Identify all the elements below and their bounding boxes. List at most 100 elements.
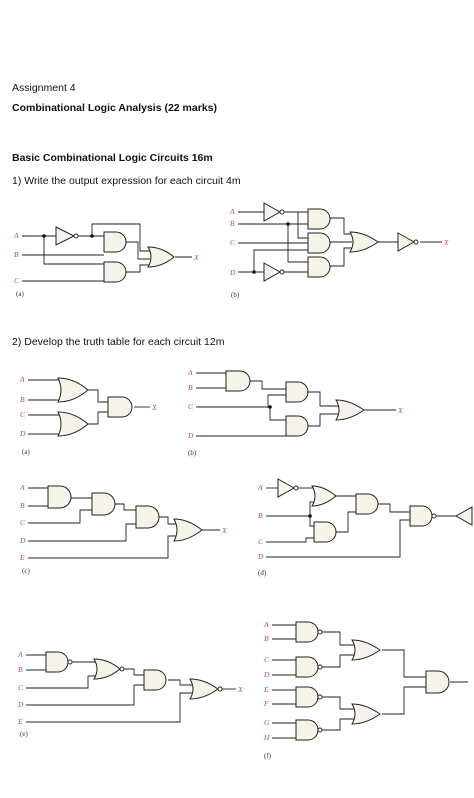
input-label-c: C — [14, 276, 20, 285]
input-label-g: G — [264, 718, 270, 727]
circuit-q2c: A B C D E X — [19, 483, 227, 562]
input-label-a: A — [257, 483, 263, 492]
input-label-c: C — [188, 402, 194, 411]
not-gate — [397, 232, 416, 252]
circuit-q1a: A B C X — [13, 223, 199, 285]
input-label-d: D — [19, 536, 26, 545]
and-gate — [225, 370, 251, 392]
assignment-title: Assignment 4 — [12, 82, 76, 94]
input-label-c: C — [18, 683, 24, 692]
and-gate — [307, 256, 331, 278]
sublabel-q1a: (a) — [16, 290, 24, 298]
section-heading: Basic Combinational Logic Circuits 16m — [12, 152, 213, 164]
question-2: 2) Develop the truth table for each circ… — [12, 336, 225, 348]
sublabel-q2f: (f) — [264, 752, 271, 760]
circuit-q2a: A B C D X — [19, 375, 157, 438]
sublabel-q1b: (b) — [231, 291, 240, 299]
input-label-c: C — [20, 410, 26, 419]
input-label-d: D — [263, 670, 270, 679]
input-label-d: D — [187, 431, 194, 440]
input-label-h: H — [263, 733, 270, 742]
output-label-x: X — [443, 238, 449, 247]
input-label-a: A — [19, 483, 25, 492]
input-label-d: D — [257, 552, 264, 561]
or-gate — [349, 231, 379, 253]
and-gate — [285, 381, 309, 403]
nand-gate — [295, 686, 319, 708]
input-label-a: A — [17, 650, 23, 659]
input-label-a: A — [263, 620, 269, 629]
assignment-subtitle: Combinational Logic Analysis (22 marks) — [12, 102, 217, 114]
nand-gate — [295, 621, 319, 643]
circuit-q2f: A B C D E F G H — [263, 620, 468, 742]
or-gate — [311, 485, 337, 507]
input-label-e: E — [263, 685, 269, 694]
circuit-q2e: A B C D E X — [17, 650, 243, 726]
input-label-e: E — [17, 717, 23, 726]
input-label-b: B — [20, 501, 25, 510]
input-label-d: D — [17, 700, 24, 709]
output-label-x: X — [193, 253, 199, 262]
not-gate — [263, 202, 282, 222]
not-gate — [55, 226, 76, 246]
input-label-a: A — [13, 231, 19, 240]
input-label-c: C — [258, 537, 264, 546]
question-1: 1) Write the output expression for each … — [12, 175, 241, 187]
not-gate — [263, 262, 282, 282]
input-label-a: A — [19, 375, 25, 384]
sublabel-q2a: (a) — [22, 448, 30, 456]
and-gate — [313, 521, 337, 543]
input-label-b: B — [18, 665, 23, 674]
sublabel-q2c: (c) — [22, 567, 30, 575]
output-label-x: X — [397, 406, 403, 415]
input-label-b: B — [14, 250, 19, 259]
or-gate — [335, 399, 365, 421]
circuit-q2b: A B C D X — [187, 368, 403, 440]
and-gate — [307, 208, 331, 230]
and-gate — [307, 232, 331, 254]
and-gate — [355, 493, 379, 515]
output-label-x: X — [237, 685, 243, 694]
or-gate — [57, 377, 89, 403]
input-label-b: B — [20, 395, 25, 404]
and-gate — [107, 396, 133, 418]
and-gate — [425, 670, 450, 694]
input-label-f: F — [263, 699, 269, 708]
input-label-c: C — [264, 655, 270, 664]
input-label-b: B — [230, 219, 235, 228]
and-gate — [103, 231, 127, 253]
nand-gate — [295, 656, 319, 678]
or-gate — [351, 703, 381, 725]
or-gate — [173, 518, 203, 542]
input-label-a: A — [187, 368, 193, 377]
and-gate — [135, 505, 160, 529]
nor-gate — [189, 678, 219, 700]
input-label-b: B — [264, 634, 269, 643]
or-gate — [57, 411, 89, 437]
and-gate — [103, 261, 127, 283]
nor-gate — [93, 658, 121, 680]
sublabel-q2e: (e) — [20, 730, 28, 738]
input-label-c: C — [230, 238, 236, 247]
and-gate — [285, 415, 309, 437]
input-label-b: B — [258, 511, 263, 520]
not-gate — [277, 478, 296, 498]
circuit-q2d: A B C D — [257, 478, 473, 561]
nand-gate — [45, 651, 69, 673]
and-gate — [143, 669, 167, 691]
output-label-x: X — [151, 403, 157, 412]
input-label-d: D — [19, 429, 26, 438]
sublabel-q2d: (d) — [258, 569, 267, 577]
or-gate — [351, 639, 381, 661]
output-label-x: X — [221, 526, 227, 535]
input-label-e: E — [19, 553, 25, 562]
or-gate — [147, 246, 175, 268]
and-gate — [409, 505, 433, 527]
input-label-b: B — [188, 383, 193, 392]
circuit-q1b: A B C D X — [229, 202, 449, 282]
input-label-d: D — [229, 268, 236, 277]
not-gate — [454, 506, 473, 526]
input-label-a: A — [229, 207, 235, 216]
and-gate — [91, 492, 116, 516]
input-label-c: C — [20, 518, 26, 527]
